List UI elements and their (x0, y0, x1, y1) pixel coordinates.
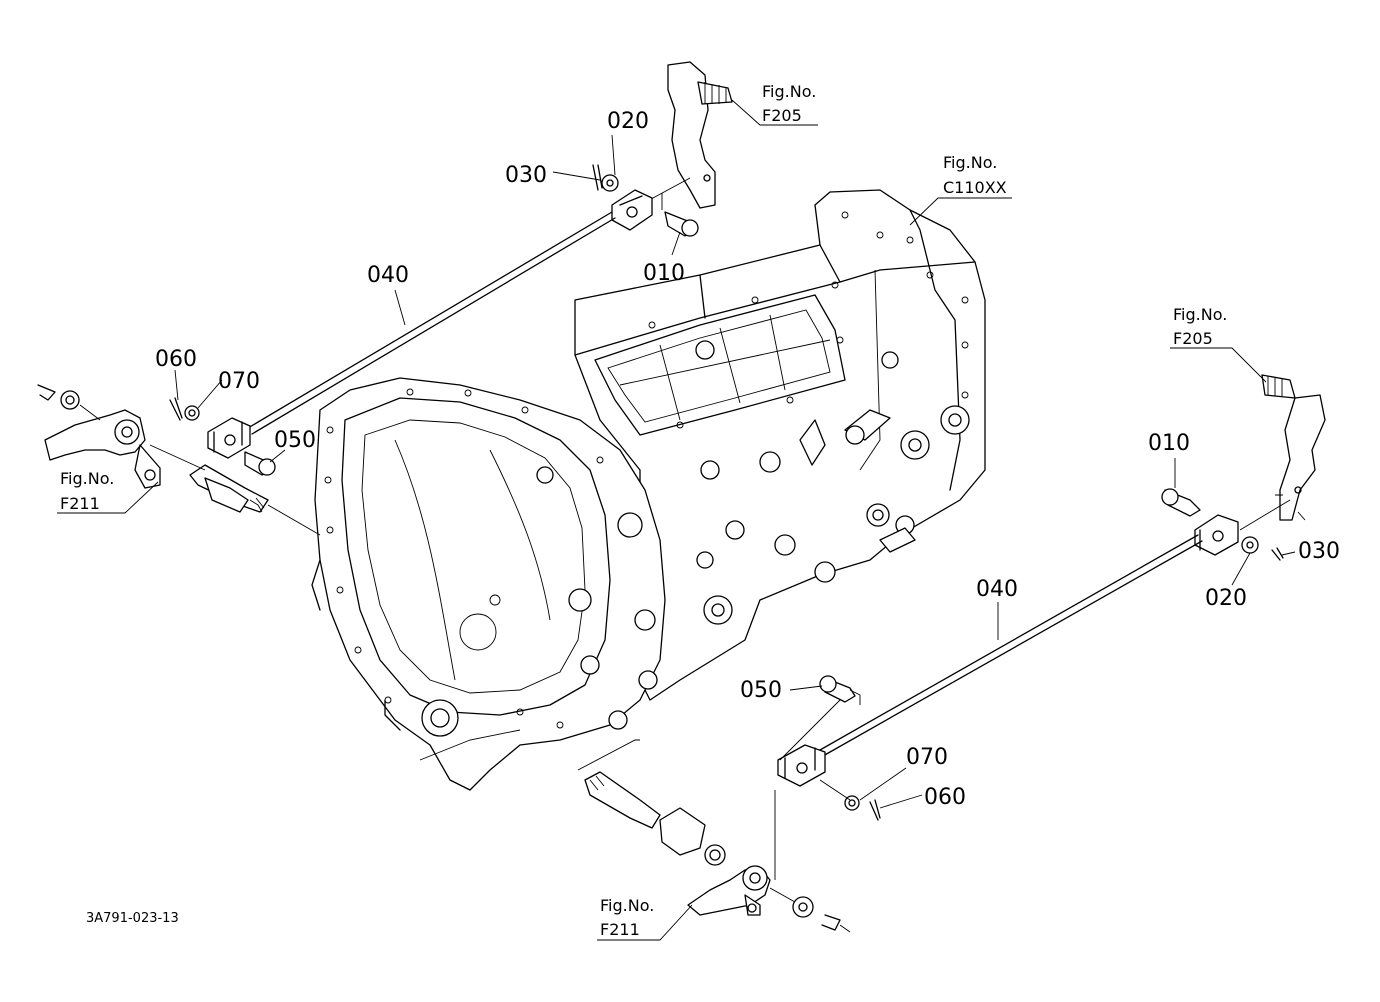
left-linkage (37, 384, 321, 536)
label-040-left: 040 (367, 263, 409, 288)
bottom-linkage (577, 675, 881, 933)
top-washer-020 (601, 174, 619, 192)
top-rod-040 (247, 211, 613, 429)
fig-ref-left-arm: F211 (60, 494, 100, 513)
right-washer-020 (1241, 536, 1259, 554)
part-labels: 020 030 010 040 060 070 050 010 030 020 … (155, 109, 1340, 810)
label-060-bottom: 060 (924, 785, 966, 810)
label-070-left: 070 (218, 369, 260, 394)
label-040-right: 040 (976, 577, 1018, 602)
fig-prefix-left: Fig.No. (60, 469, 114, 488)
label-050-left: 050 (274, 428, 316, 453)
left-washer-070 (184, 405, 200, 421)
left-cotter-060 (169, 397, 183, 421)
label-010-right: 010 (1148, 431, 1190, 456)
bottom-clevis (777, 744, 826, 787)
top-cotter-030 (592, 164, 603, 191)
bolt-holes (648, 211, 969, 429)
right-cotter-030 (1271, 547, 1284, 561)
fig-prefix-bottom: Fig.No. (600, 896, 654, 915)
leader-lines (57, 99, 1296, 941)
label-030-top: 030 (505, 163, 547, 188)
label-010-top: 010 (643, 261, 685, 286)
fig-ref-right-lever: F205 (1173, 329, 1213, 348)
fig-ref-housing: C110XX (943, 178, 1007, 197)
transmission-housing (311, 189, 986, 791)
label-020-right: 020 (1205, 586, 1247, 611)
top-linkage (247, 61, 733, 435)
fig-ref-top-lever: F205 (762, 106, 802, 125)
bell-bolt-holes (324, 388, 604, 729)
right-clevis (1194, 514, 1239, 556)
drawing-code: 3A791-023-13 (86, 911, 179, 926)
right-rod-040 (819, 534, 1199, 751)
fig-prefix-top: Fig.No. (762, 82, 816, 101)
bottom-cotter-060 (869, 799, 881, 821)
label-060-left: 060 (155, 347, 197, 372)
fig-prefix-housing: Fig.No. (943, 153, 997, 172)
label-020-top: 020 (607, 109, 649, 134)
label-030-right: 030 (1298, 539, 1340, 564)
fig-ref-bottom-arm: F211 (600, 920, 640, 939)
label-050-bottom: 050 (740, 678, 782, 703)
left-clevis (207, 417, 251, 459)
right-lever-f205 (1279, 394, 1326, 521)
right-linkage (819, 374, 1326, 757)
fig-prefix-right: Fig.No. (1173, 305, 1227, 324)
top-clevis (611, 189, 653, 231)
label-070-bottom: 070 (906, 745, 948, 770)
bottom-shaft (584, 771, 661, 829)
figure-references: Fig.No. F205 Fig.No. C110XX Fig.No. F205… (60, 82, 1227, 939)
